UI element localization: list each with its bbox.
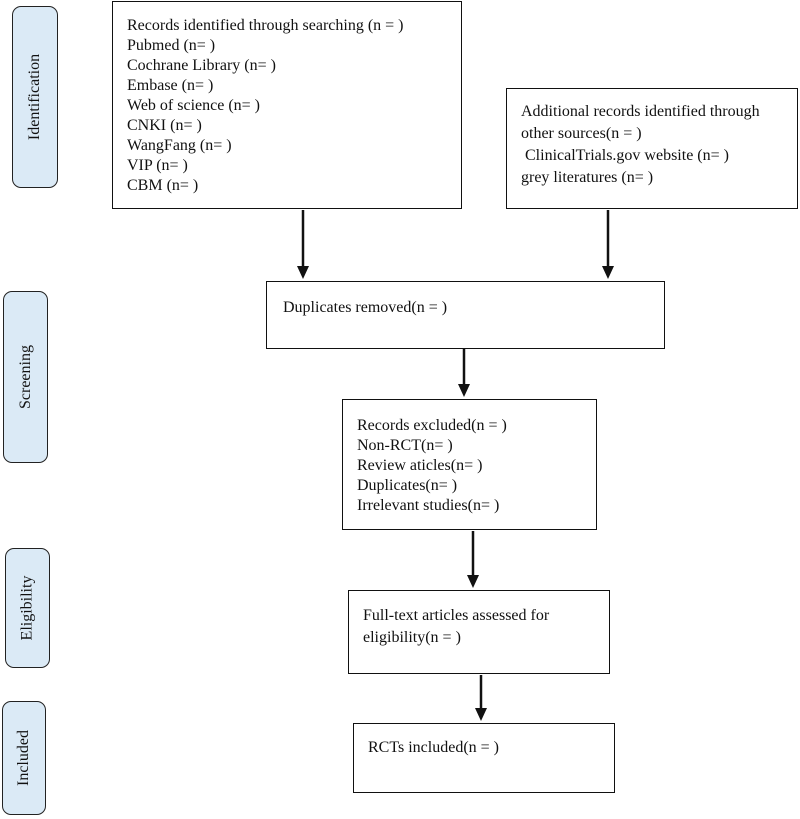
box-line: Full-text articles assessed for [363, 607, 550, 624]
stage-included: Included [2, 701, 46, 815]
arrow-duplicates-to-excluded-head [458, 384, 470, 397]
box-line: eligibility(n = ) [363, 629, 461, 646]
arrow-search-to-duplicates-head [297, 266, 309, 279]
box-line: Pubmed (n= ) [127, 37, 216, 54]
database-search-box: Records identified through searching (n … [112, 1, 462, 209]
arrow-excluded-to-fulltext-head [467, 575, 479, 588]
stage-eligibility-label: Eligibility [18, 575, 36, 641]
box-line: grey literatures (n= ) [521, 169, 654, 186]
box-line: Records identified through searching (n … [127, 17, 404, 34]
box-line: CBM (n= ) [127, 177, 199, 194]
stage-screening-label: Screening [16, 345, 34, 409]
stage-included-label: Included [15, 730, 33, 786]
box-line: WangFang (n= ) [127, 137, 232, 154]
stage-identification: Identification [12, 6, 58, 188]
box-line: RCTs included(n = ) [368, 739, 499, 756]
box-line: CNKI (n= ) [127, 117, 202, 134]
box-line: other sources(n = ) [521, 125, 642, 142]
box-line: Irrelevant studies(n= ) [357, 497, 500, 514]
box-line: Non-RCT(n= ) [357, 437, 453, 454]
box-line: Records excluded(n = ) [357, 417, 507, 434]
box-line: Duplicates removed(n = ) [283, 299, 448, 316]
box-line: Review aticles(n= ) [357, 457, 483, 474]
duplicates-removed-box: Duplicates removed(n = ) [266, 281, 665, 349]
full-text-assessed-box: Full-text articles assessed for eligibil… [348, 590, 610, 674]
stage-identification-label: Identification [26, 53, 43, 141]
box-line: Additional records identified through [521, 103, 760, 120]
box-line: Embase (n= ) [127, 77, 214, 94]
box-line: ClinicalTrials.gov website (n= ) [521, 147, 729, 164]
box-line: Web of science (n= ) [127, 97, 261, 114]
rcts-included-box: RCTs included(n = ) [353, 723, 615, 793]
arrow-fulltext-to-included-head [475, 708, 487, 721]
arrow-other-to-duplicates-head [602, 266, 614, 279]
records-excluded-box: Records excluded(n = ) Non-RCT(n= ) Revi… [342, 399, 597, 530]
box-line: VIP (n= ) [127, 157, 188, 174]
box-line: Duplicates(n= ) [357, 477, 458, 494]
stage-screening: Screening [3, 291, 48, 463]
box-line: Cochrane Library (n= ) [127, 57, 276, 74]
stage-eligibility: Eligibility [5, 548, 50, 668]
other-sources-box: Additional records identified through ot… [506, 88, 798, 209]
